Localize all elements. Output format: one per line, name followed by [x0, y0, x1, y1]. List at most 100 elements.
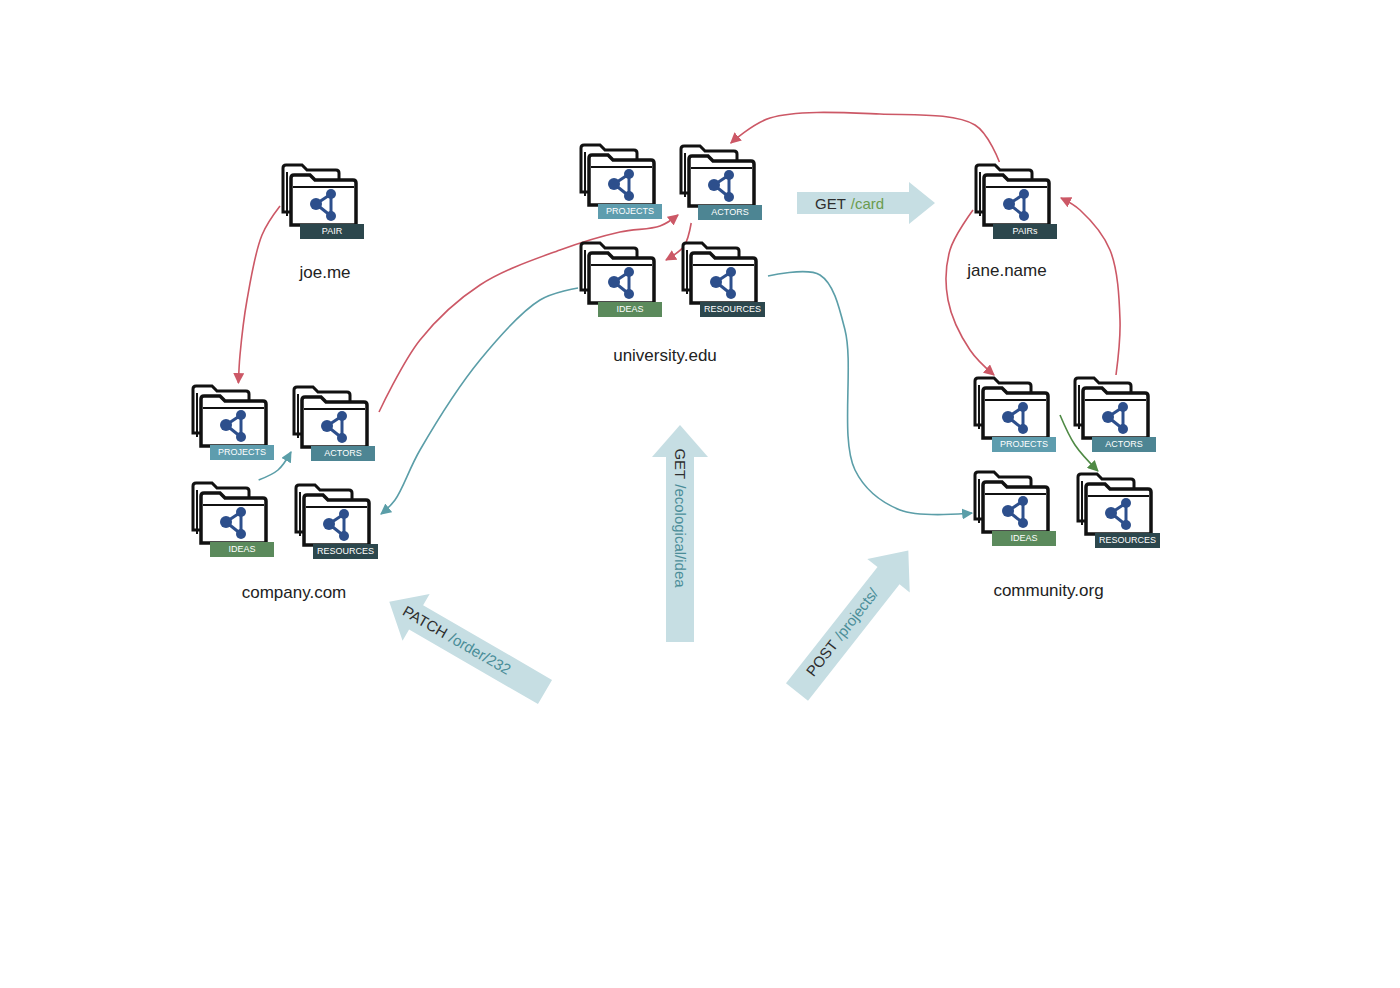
arrow-shape — [797, 182, 935, 224]
request-path: /card — [851, 195, 884, 212]
server-name-text: joe.me — [299, 263, 350, 282]
folder-label-text: PROJECTS — [1000, 439, 1048, 449]
phone-frame — [540, 745, 613, 890]
logo-circle — [68, 758, 116, 806]
folder-icon — [1072, 375, 1152, 441]
folder-icon — [578, 142, 658, 208]
page-row — [642, 792, 708, 797]
request-arrow — [776, 534, 930, 709]
folder-box: RESOURCES — [680, 240, 768, 320]
folder-label: RESOURCES — [1095, 533, 1160, 548]
folder-label: IDEAS — [992, 531, 1056, 546]
page-row — [558, 822, 595, 826]
folder-label-text: ACTORS — [711, 207, 748, 217]
page-bar — [789, 785, 846, 791]
server-name-text: jane.name — [967, 261, 1046, 280]
connector — [1061, 198, 1120, 375]
monitor-base — [632, 873, 728, 887]
page-row — [789, 834, 846, 838]
http-method: GET — [672, 448, 689, 479]
page-row — [789, 822, 846, 826]
phone — [540, 745, 613, 890]
logo-circle — [144, 824, 228, 908]
page-bar — [640, 730, 710, 734]
web-page — [785, 780, 850, 858]
folder-label-text: IDEAS — [1010, 533, 1037, 543]
server-edge — [262, 138, 275, 149]
folder-box: ACTORS — [291, 384, 379, 464]
phone-screen — [545, 768, 608, 868]
server-name-text: community.org — [993, 581, 1103, 600]
monitor — [565, 695, 787, 887]
server-side — [158, 322, 430, 575]
folder-label-text: IDEAS — [616, 304, 643, 314]
folder-label-text: PROJECTS — [218, 447, 266, 457]
logo-bar — [96, 806, 98, 856]
connector — [731, 112, 1000, 162]
folder-icon — [972, 375, 1052, 441]
folder-icon — [190, 383, 270, 449]
folder-icon — [578, 240, 658, 306]
page-bar — [640, 760, 710, 763]
folder-label-text: IDEAS — [228, 544, 255, 554]
server-face — [925, 331, 1177, 565]
folder-label: PAIR — [300, 224, 364, 239]
folder-icon — [678, 143, 758, 209]
folder-icon — [293, 482, 373, 548]
server-name: university.edu — [610, 346, 720, 366]
server-box: university.eduPROJECTSACTORSIDEASRESOURC… — [542, 102, 788, 338]
tablet-screen — [749, 769, 891, 877]
folder-icon — [190, 480, 270, 546]
folder-box: ACTORS — [1072, 375, 1160, 455]
server-side — [944, 135, 1070, 253]
server-box: community.orgPROJECTSACTORSIDEASRESOURCE… — [912, 320, 1185, 573]
request-arrow — [652, 425, 708, 642]
page-row — [642, 780, 708, 785]
server-edge — [542, 102, 555, 113]
folder-label: PAIRs — [993, 224, 1057, 239]
folder-label-text: PAIR — [322, 226, 342, 236]
folder-icon — [973, 162, 1053, 228]
arrow-shape — [652, 425, 708, 642]
logo-circle — [78, 856, 122, 900]
logo-bar — [122, 870, 144, 876]
server-box: jane.namePAIRs — [944, 135, 1070, 253]
folder-label: PROJECTS — [992, 437, 1056, 452]
server-box: joe.mePAIR — [262, 138, 388, 255]
folder-box: PROJECTS — [972, 375, 1060, 455]
server-shape — [158, 322, 430, 575]
server-name-text: university.edu — [613, 346, 717, 365]
web-page — [555, 788, 598, 842]
server-name: joe.me — [296, 263, 353, 283]
folder-icon — [1075, 471, 1155, 537]
folder-label-text: PROJECTS — [606, 206, 654, 216]
arrow-shape — [776, 534, 930, 709]
monitor-screen — [572, 702, 780, 810]
server-side — [542, 102, 788, 338]
folder-label-text: RESOURCES — [1099, 535, 1156, 545]
folder-icon — [291, 384, 371, 450]
web-page — [635, 712, 715, 808]
page-row — [789, 810, 846, 814]
server-face — [555, 113, 780, 330]
folder-box: PAIRs — [973, 162, 1061, 242]
folder-box: PROJECTS — [190, 383, 278, 463]
folder-box: IDEAS — [578, 240, 666, 320]
server-side — [912, 320, 1185, 573]
folder-box: PAIR — [280, 162, 368, 242]
http-method: GET — [815, 195, 846, 212]
folder-label-text: PAIRs — [1013, 226, 1038, 236]
page-bar — [640, 717, 710, 725]
folder-label-text: RESOURCES — [317, 546, 374, 556]
connector — [381, 288, 578, 514]
page-row — [642, 768, 708, 773]
monitor-frame — [565, 695, 787, 817]
server-edge — [912, 320, 925, 331]
folder-label: IDEAS — [598, 302, 662, 317]
page-row — [558, 812, 595, 816]
folder-label: PROJECTS — [598, 204, 662, 219]
request-label: POST/projects/ — [802, 585, 881, 680]
tablet — [738, 760, 902, 886]
folder-box: RESOURCES — [293, 482, 381, 562]
connector — [946, 210, 994, 375]
